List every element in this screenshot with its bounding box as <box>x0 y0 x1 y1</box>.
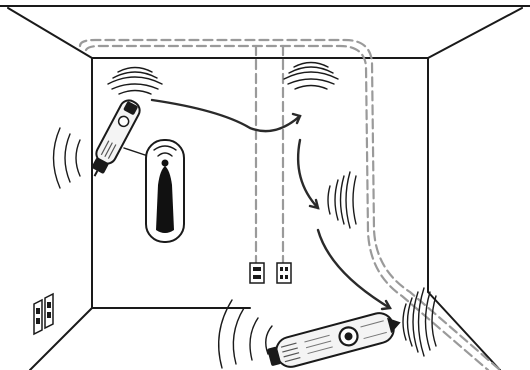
arrow-to-corner <box>318 230 390 308</box>
ceiling-sound-waves-right <box>284 63 338 90</box>
probe-sound-waves-bottom <box>219 300 272 368</box>
tone-probe-bottom <box>265 308 404 370</box>
hidden-cables <box>80 40 500 370</box>
wall-sound-waves-right <box>328 172 356 228</box>
tone-probe-left <box>86 97 143 181</box>
outlet-plate <box>250 263 264 283</box>
arrow-to-wall <box>298 140 318 208</box>
side-wall-plates <box>34 294 53 334</box>
ceiling-left-edge <box>8 8 92 58</box>
arrow-to-ceiling <box>152 100 300 131</box>
corner-sound-waves <box>403 288 436 356</box>
room-corner <box>0 6 530 370</box>
ceiling-right-edge <box>428 8 522 58</box>
data-jack-plate <box>277 263 291 283</box>
probe-sound-waves-left <box>54 128 81 188</box>
trace-path-arrows <box>152 100 390 309</box>
detector-callout <box>124 140 184 242</box>
cable-run-main-a <box>80 40 500 370</box>
ceiling-sound-waves-left <box>108 68 162 95</box>
floor-right-edge <box>428 292 500 370</box>
